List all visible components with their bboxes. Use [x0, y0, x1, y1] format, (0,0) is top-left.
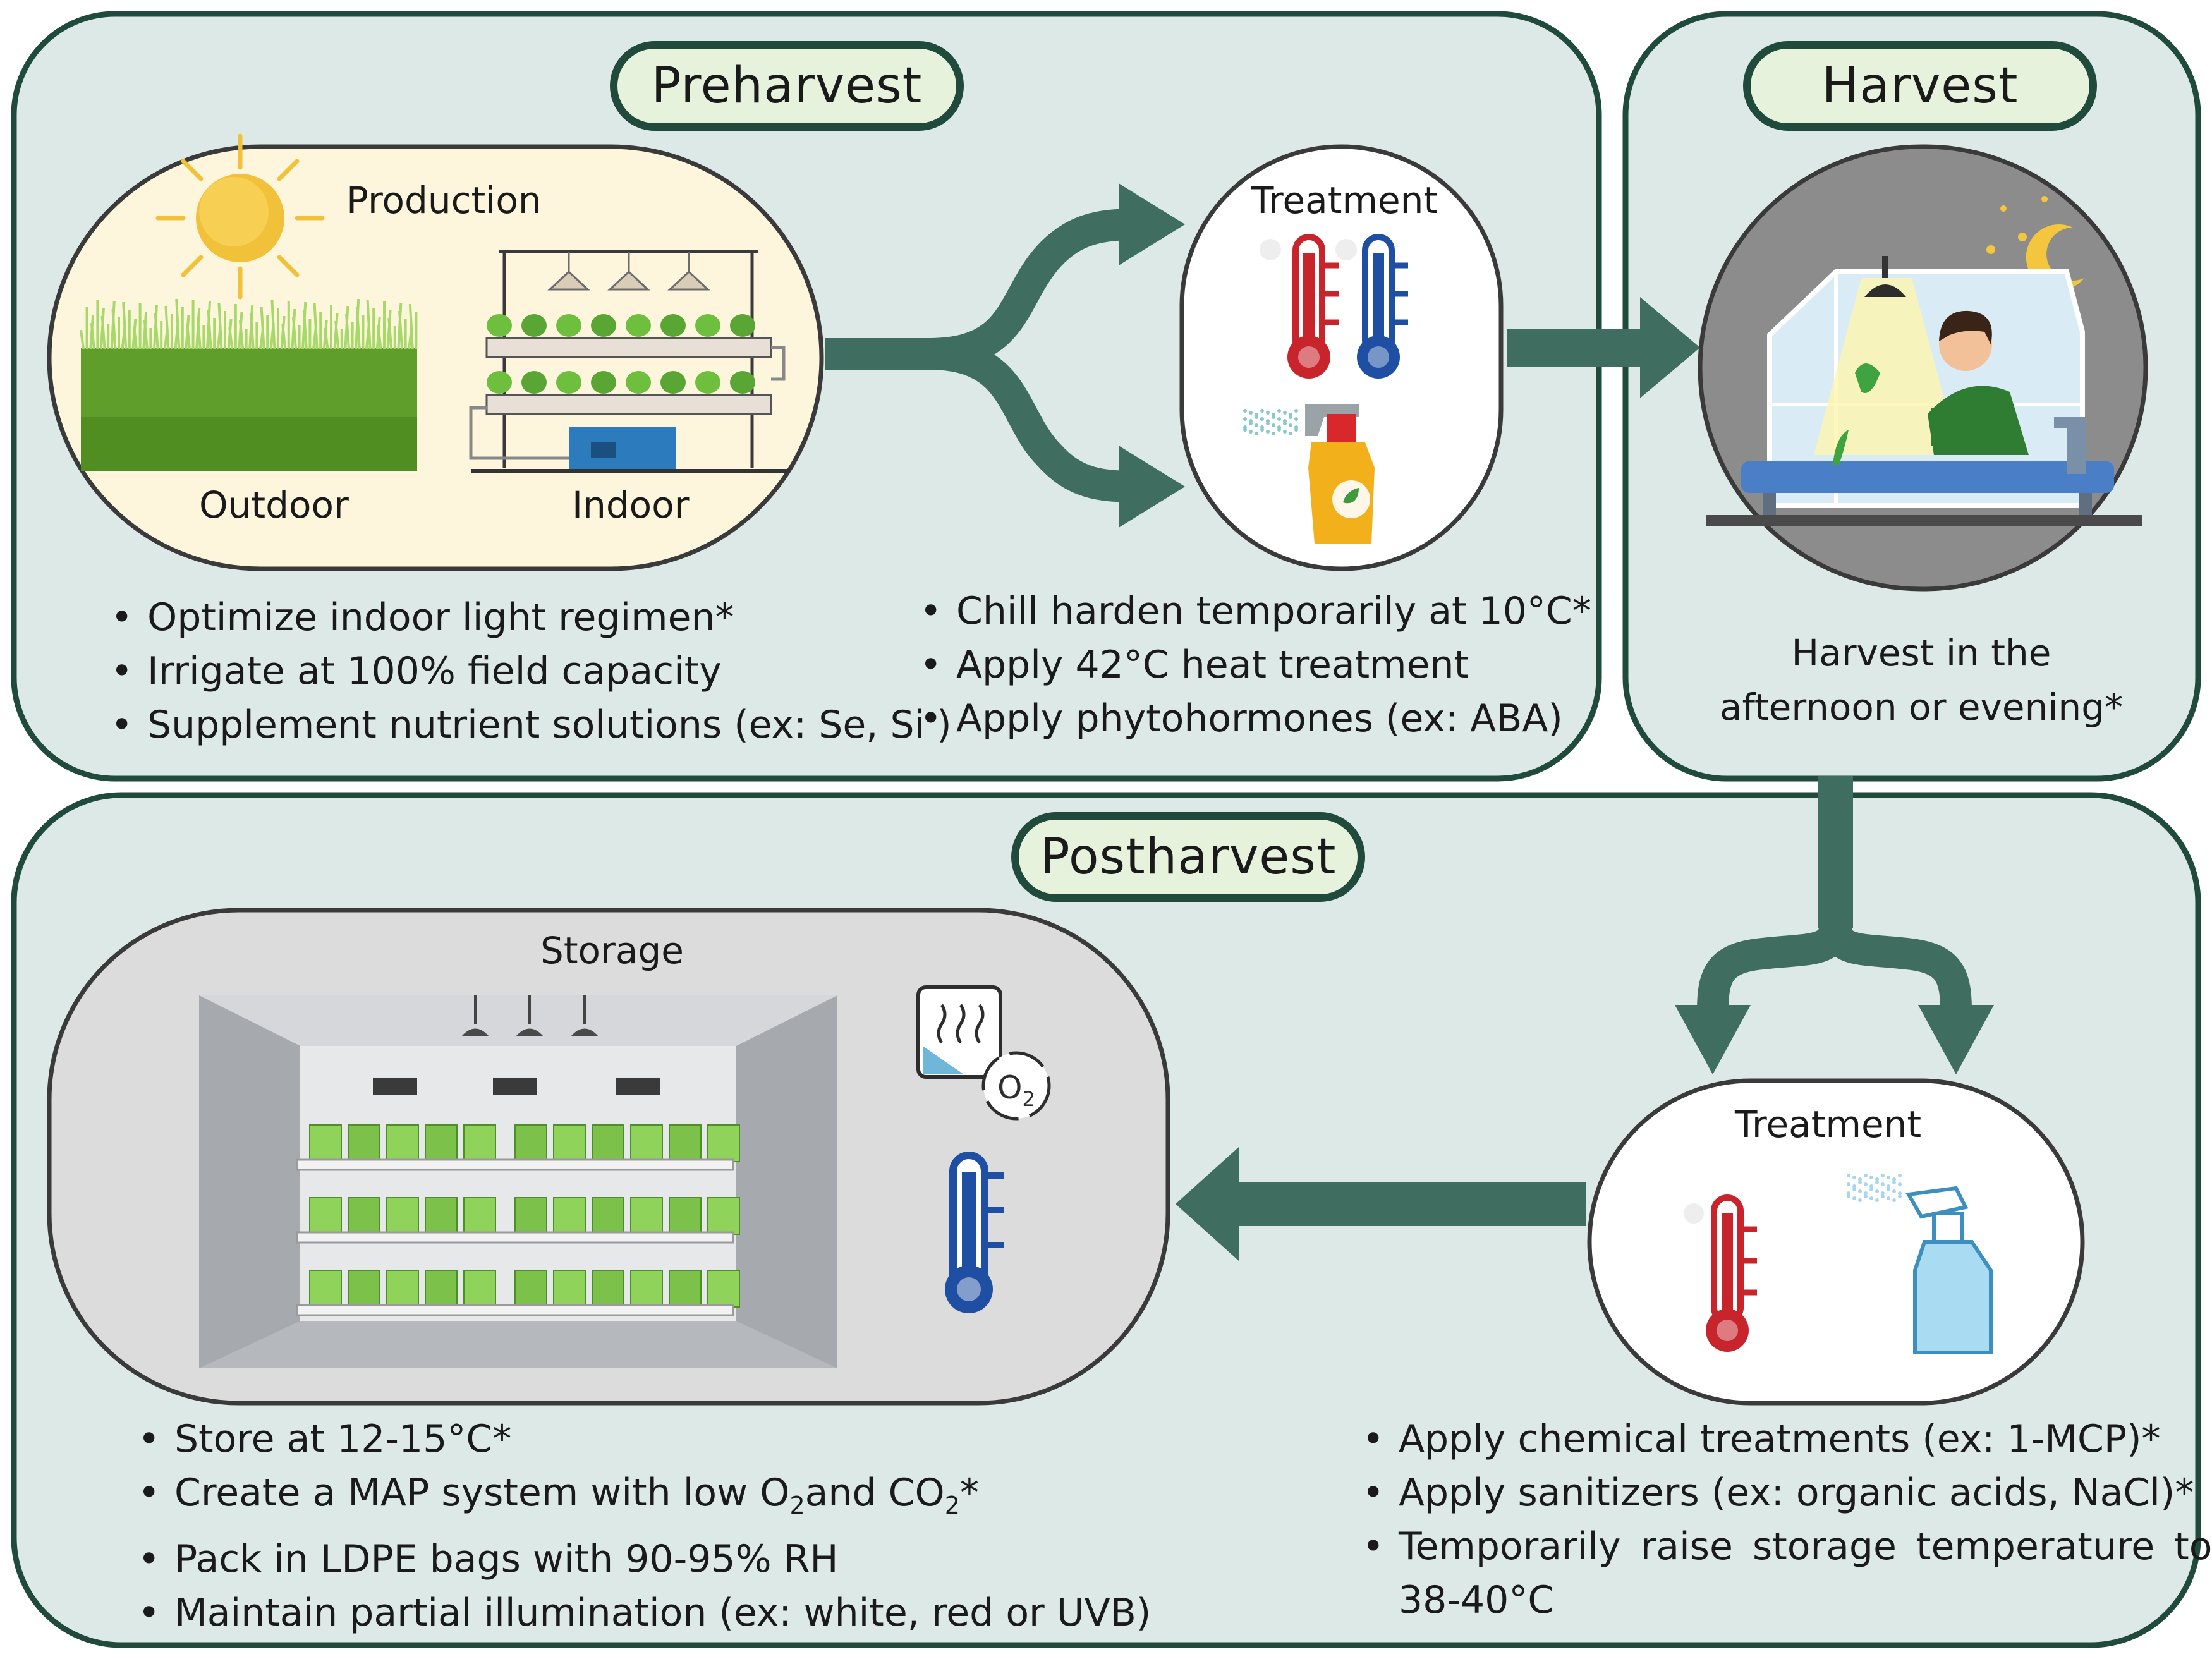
production-bullet: Supplement nutrient solutions (ex: Se, S…: [111, 698, 952, 752]
map-sub-2: 2: [944, 1492, 960, 1519]
postharvest-title: Postharvest: [1011, 812, 1365, 902]
storage-bullet-list: Store at 12-15°C* Create a MAP system wi…: [138, 1413, 1151, 1640]
harvest-note: Harvest in the afternoon or evening*: [1643, 626, 2199, 734]
arrow-to-storage-shaft: [1232, 1182, 1586, 1226]
map-o2-icon: [916, 985, 1051, 1121]
arrow-to-harvest-shaft: [1507, 329, 1659, 367]
postharvest-treatment-label: Treatment: [1735, 1103, 1922, 1146]
harvest-note-line1: Harvest in the: [1791, 631, 2051, 674]
storage-bullet-map: Create a MAP system with low O2and CO2*: [138, 1466, 1151, 1533]
map-text-3: *: [959, 1471, 979, 1515]
storage-bullet: Store at 12-15°C*: [138, 1413, 1151, 1466]
arrow-to-harvest-head: [1640, 297, 1700, 398]
post-treatment-bullet: Temporarily raise storage temperature to: [1362, 1520, 2212, 1574]
sun-icon: [155, 133, 325, 300]
storage-label: Storage: [540, 929, 684, 972]
outdoor-label: Outdoor: [199, 483, 349, 526]
arrow-head-upper: [1119, 183, 1185, 265]
thermometer-red-post-icon: [1684, 1194, 1757, 1352]
production-bullet: Irrigate at 100% field capacity: [111, 645, 952, 698]
o2-label: O2: [997, 1069, 1035, 1111]
treatment-bullet: Apply phytohormones (ex: ABA): [920, 692, 1591, 746]
spray-bottle-orange-icon: [1243, 404, 1375, 544]
preharvest-title: Preharvest: [610, 41, 964, 131]
post-treatment-bullet: Apply sanitizers (ex: organic acids, NaC…: [1362, 1466, 2212, 1520]
map-sub-1: 2: [789, 1492, 805, 1519]
harvest-down-shaft: [1818, 776, 1853, 928]
indoor-label: Indoor: [572, 483, 690, 526]
treatment-bullet: Chill harden temporarily at 10°C*: [920, 585, 1591, 638]
harvest-title: Harvest: [1743, 41, 2097, 131]
treatment-bullet: Apply 42°C heat treatment: [920, 638, 1591, 692]
postharvest-treatment-bullet-list: Apply chemical treatments (ex: 1-MCP)* A…: [1362, 1413, 2212, 1627]
thermometer-blue-icon: [1335, 234, 1408, 379]
storage-bullet: Pack in LDPE bags with 90-95% RH: [138, 1533, 1151, 1586]
down-head-right: [1918, 1005, 1994, 1074]
storage-bullet: Maintain partial illumination (ex: white…: [138, 1586, 1151, 1640]
map-text-2: and CO: [805, 1471, 945, 1515]
production-bullet: Optimize indoor light regimen*: [111, 591, 952, 645]
preharvest-treatment-bullet-list: Chill harden temporarily at 10°C* Apply …: [920, 585, 1591, 746]
harvest-note-line2: afternoon or evening*: [1719, 686, 2124, 729]
greenhouse-farmer-icon: [1706, 256, 2142, 526]
split-down-arrow: [1697, 921, 1972, 1012]
thermometer-blue-storage-icon: [945, 1152, 1004, 1313]
production-label: Production: [346, 179, 542, 222]
spray-bottle-blue-icon: [1847, 1174, 1993, 1354]
indoor-rack-icon: [469, 250, 790, 473]
production-bullet-list: Optimize indoor light regimen* Irrigate …: [111, 591, 952, 752]
split-arrow: [825, 209, 1138, 502]
preharvest-treatment-label: Treatment: [1251, 179, 1438, 222]
storage-room-icon: [199, 995, 837, 1368]
map-text-1: Create a MAP system with low O: [174, 1471, 790, 1515]
thermometer-red-icon: [1260, 234, 1339, 379]
post-treatment-bullet-cont: 38-40°C: [1399, 1578, 1555, 1622]
field-icon: [80, 298, 418, 471]
arrow-to-storage-head: [1176, 1147, 1239, 1261]
post-treatment-bullet: Apply chemical treatments (ex: 1-MCP)*: [1362, 1413, 2212, 1466]
arrow-head-lower: [1119, 446, 1185, 528]
down-head-left: [1675, 1005, 1751, 1074]
